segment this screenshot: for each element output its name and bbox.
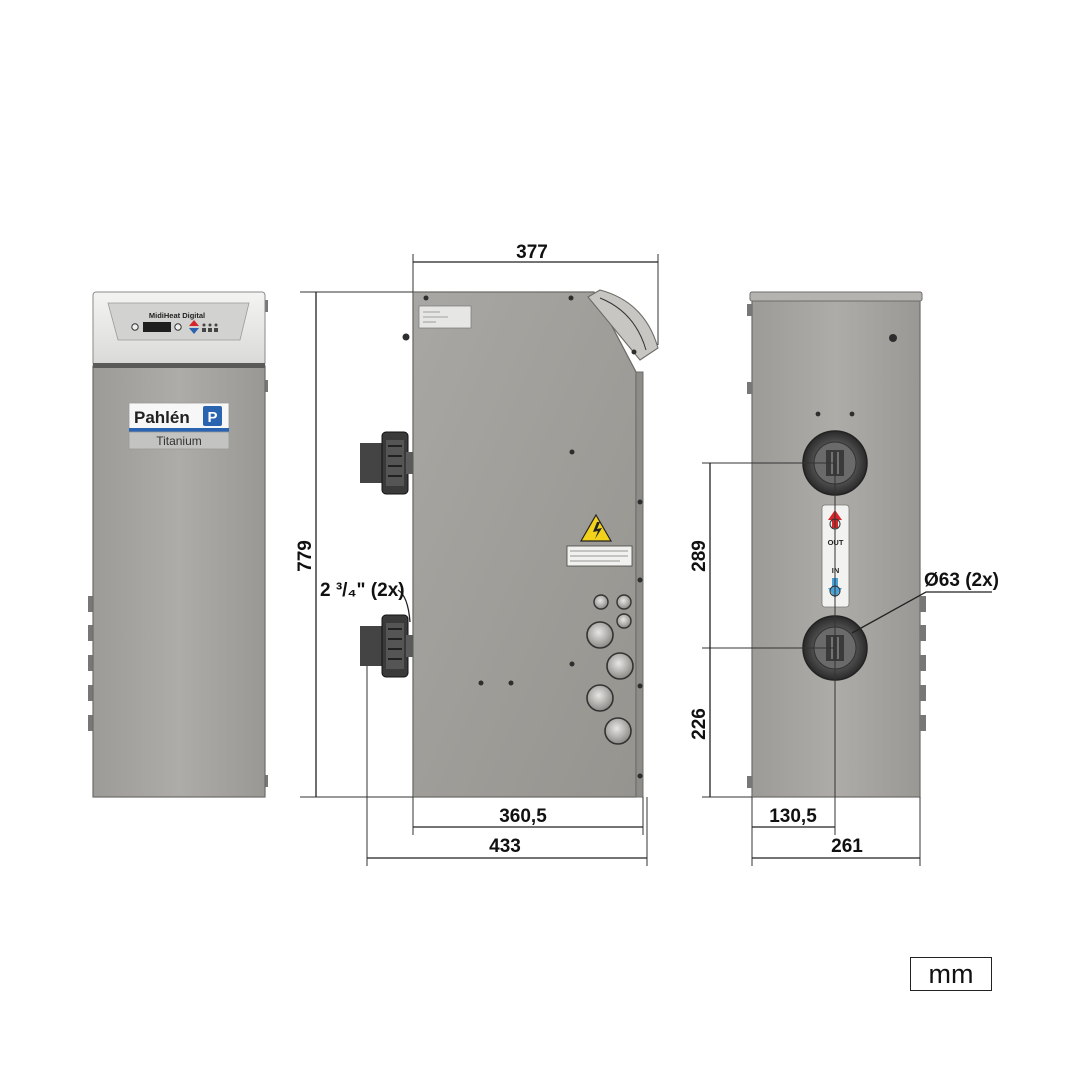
- dim-lower-connector-height: 226: [689, 708, 710, 740]
- dim-connector-offset: 130,5: [769, 806, 817, 827]
- arrow-down-icon: [189, 328, 199, 334]
- rear-side-fittings: [747, 304, 926, 788]
- indicator-leds: [202, 323, 218, 332]
- dim-width: 261: [831, 836, 863, 857]
- rear-view: OUT IN: [747, 291, 926, 798]
- panel-title: MidiHeat Digital: [149, 311, 205, 320]
- top-cover: [587, 289, 659, 361]
- dim-total-depth: 433: [489, 836, 521, 857]
- display-screen: [143, 322, 171, 332]
- warning-sticker: [566, 513, 633, 567]
- pipe-diameter-label: Ø63 (2x): [924, 570, 999, 591]
- side-screws: [402, 295, 643, 779]
- side-housing: [412, 291, 637, 798]
- power-button: [131, 323, 139, 331]
- dimension-lines: [300, 254, 992, 866]
- dim-top-width: 377: [516, 242, 548, 263]
- rear-strip: [635, 371, 644, 798]
- cable-glands: [586, 594, 634, 745]
- rear-screws: [815, 334, 897, 417]
- mode-button: [174, 323, 182, 331]
- out-label: OUT: [828, 538, 844, 547]
- dim-body-depth: 360,5: [499, 806, 547, 827]
- brand-name: Pahlén: [134, 408, 190, 427]
- side-view: [360, 289, 659, 798]
- arrow-up-icon: [189, 320, 199, 326]
- control-panel: MidiHeat Digital: [92, 291, 266, 368]
- connector-size-label: 2 ³/₄" (2x): [320, 580, 405, 601]
- rating-label: [418, 305, 472, 329]
- brand-logo-icon: P: [203, 406, 222, 426]
- front-view: MidiHeat Digital Pahlén P Titanium: [88, 291, 268, 798]
- upper-pipe-coupling: [360, 431, 413, 495]
- dim-height: 779: [295, 540, 316, 572]
- brand-plate: Pahlén P Titanium: [128, 402, 230, 450]
- model-name: Titanium: [156, 434, 202, 448]
- dim-connector-spacing: 289: [689, 540, 710, 572]
- lower-pipe-coupling: [360, 614, 413, 678]
- unit-label: mm: [910, 957, 992, 991]
- svg-text:P: P: [207, 409, 217, 426]
